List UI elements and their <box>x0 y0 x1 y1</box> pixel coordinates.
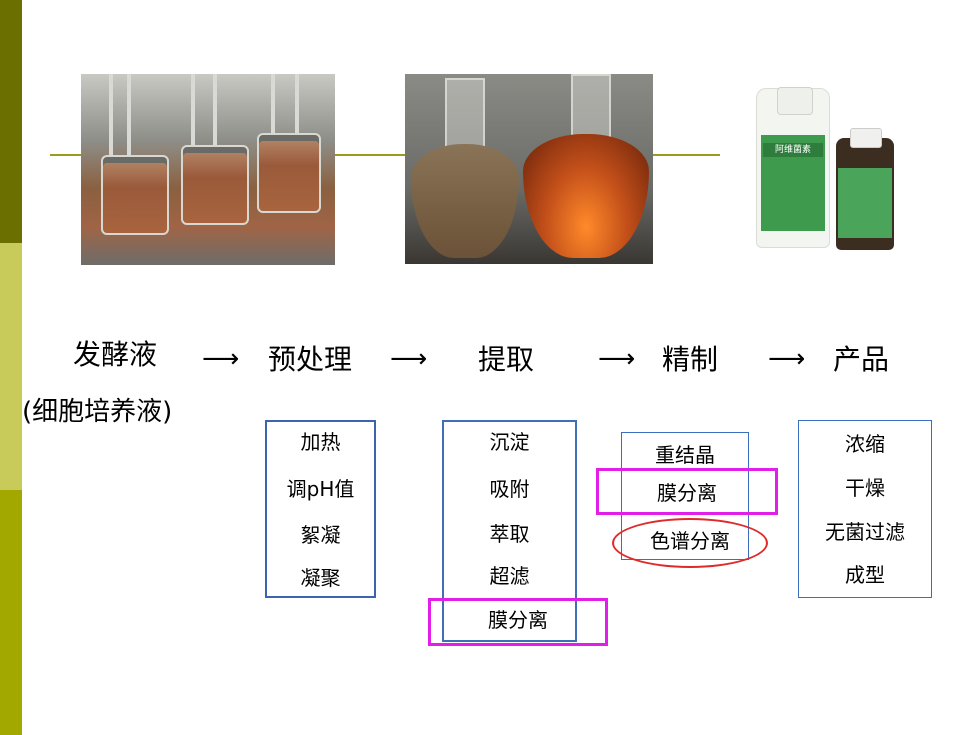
step-refinement: 精制 <box>662 343 719 376</box>
extract-item: 超滤 <box>489 564 530 588</box>
extract-item-highlighted: 膜分离 <box>488 608 548 632</box>
pretreat-item: 絮凝 <box>300 523 341 547</box>
highlight-membrane-refine <box>596 468 778 515</box>
accent-bar-bottom <box>0 490 22 735</box>
pretreat-item: 凝聚 <box>300 566 341 590</box>
pretreat-item: 调pH值 <box>286 477 355 501</box>
divider-line-left <box>50 154 82 156</box>
product-item: 成型 <box>845 563 885 587</box>
accent-bar-middle <box>0 243 22 490</box>
bioreactor-photo <box>81 74 335 265</box>
flow-arrow-1: ⟶ <box>202 344 240 374</box>
divider-line-mid2 <box>652 154 720 156</box>
flask-photo <box>405 74 653 264</box>
extraction-box <box>442 420 577 642</box>
extract-item: 萃取 <box>489 522 530 546</box>
product-item: 浓缩 <box>845 432 885 456</box>
product-item: 无菌过滤 <box>825 520 905 544</box>
flow-arrow-2: ⟶ <box>390 344 428 374</box>
divider-line-mid1 <box>334 154 406 156</box>
pretreatment-box <box>265 420 376 598</box>
flow-arrow-3: ⟶ <box>598 344 636 374</box>
step-pretreatment: 预处理 <box>268 343 353 376</box>
step-extraction: 提取 <box>478 343 535 376</box>
flow-arrow-4: ⟶ <box>768 344 806 374</box>
highlight-chromatography <box>612 518 768 568</box>
bottle-label-text: 阿维菌素 <box>763 143 823 157</box>
pretreat-item: 加热 <box>300 430 341 454</box>
product-item: 干燥 <box>845 476 885 500</box>
extract-item: 沉淀 <box>489 430 530 454</box>
highlight-membrane-extract <box>428 598 608 646</box>
step-product: 产品 <box>833 343 890 376</box>
step-fermentation-broth: 发酵液 <box>73 338 158 371</box>
refine-item-highlighted: 色谱分离 <box>650 529 730 553</box>
step-subtitle-cell-culture: (细胞培养液) <box>22 397 173 427</box>
extract-item: 吸附 <box>489 477 530 501</box>
accent-bar-top <box>0 0 22 243</box>
product-bottles-photo: 阿维菌素 <box>748 82 914 260</box>
refine-item: 重结晶 <box>655 443 715 467</box>
refine-item-highlighted: 膜分离 <box>657 481 717 505</box>
product-box <box>798 420 932 598</box>
